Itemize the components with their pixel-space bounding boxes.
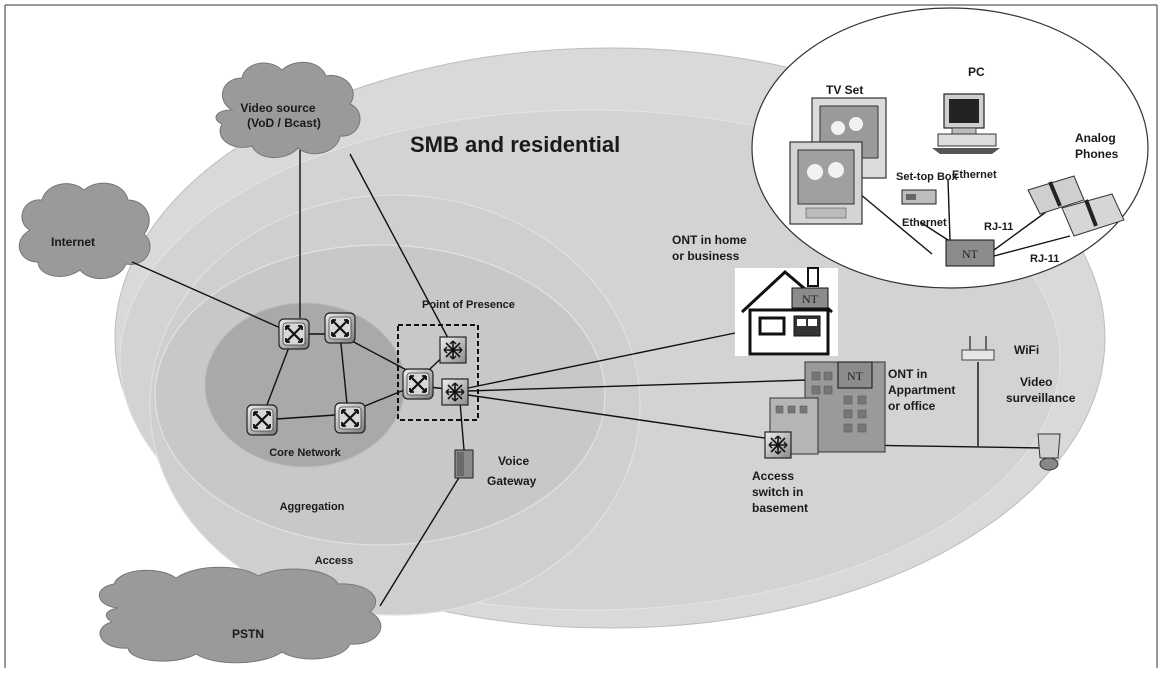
ont-home-label-1: ONT in home [672,233,747,247]
smb-residential-title: SMB and residential [410,132,620,157]
nt-home-label: NT [962,247,979,261]
point-of-presence-box [397,324,479,421]
video-surveillance-label-2: surveillance [1006,391,1076,405]
pc-icon [932,93,1000,154]
rj11-label-b: RJ-11 [1030,253,1059,265]
core-router-4 [333,401,367,435]
set-top-box-label: Set-top Box [896,171,959,183]
access-switch-label-3: basement [752,501,808,515]
pop-switch-1 [439,336,467,364]
point-of-presence-label: Point of Presence [422,299,515,311]
pstn-label: PSTN [232,627,264,641]
ethernet-pc-label: Ethernet [952,169,997,181]
house-icon [735,267,838,356]
tv-set-label: TV Set [826,83,863,97]
ethernet-stb-label: Ethernet [902,217,947,229]
access-switch-label-1: Access [752,469,794,483]
core-router-3 [245,403,279,437]
tv-set-icon [789,97,887,225]
pc-label: PC [968,65,985,79]
voice-gateway-label-2: Gateway [487,474,537,488]
surveillance-camera-icon [1037,433,1061,471]
voice-gateway-label-1: Voice [498,454,529,468]
wifi-label: WiFi [1014,343,1039,357]
pop-router [401,367,435,401]
video-source-sublabel: (VoD / Bcast) [247,116,321,130]
ont-home-label-2: or business [672,249,740,263]
set-top-box-icon [901,189,937,205]
analog-phones-label-1: Analog [1075,131,1116,145]
wifi-access-point-icon [961,336,995,361]
internet-label: Internet [51,235,95,249]
analog-phones-icon [1027,175,1125,237]
nt-home-box [945,239,995,267]
voice-gateway-icon [454,449,474,479]
internet-cloud [18,182,151,279]
core-network-label: Core Network [269,447,341,459]
pop-switch-2 [441,378,469,406]
core-router-1 [277,317,311,351]
access-switch-icon [764,431,792,459]
aggregation-label: Aggregation [280,501,345,513]
video-source-cloud [215,61,361,158]
video-source-label: Video source [240,101,315,115]
analog-phones-label-2: Phones [1075,147,1119,161]
video-surveillance-label-1: Video [1020,375,1052,389]
ont-apartment-label-2: Appartment [888,383,955,397]
ont-apartment-label-3: or office [888,399,936,413]
access-switch-label-2: switch in [752,485,803,499]
nt-building-label: NT [847,369,864,383]
pstn-cloud [99,566,382,664]
nt-house-label: NT [802,292,819,306]
core-router-2 [323,311,357,345]
rj11-label-a: RJ-11 [984,221,1013,233]
access-label: Access [315,555,354,567]
ont-apartment-label-1: ONT in [888,367,927,381]
